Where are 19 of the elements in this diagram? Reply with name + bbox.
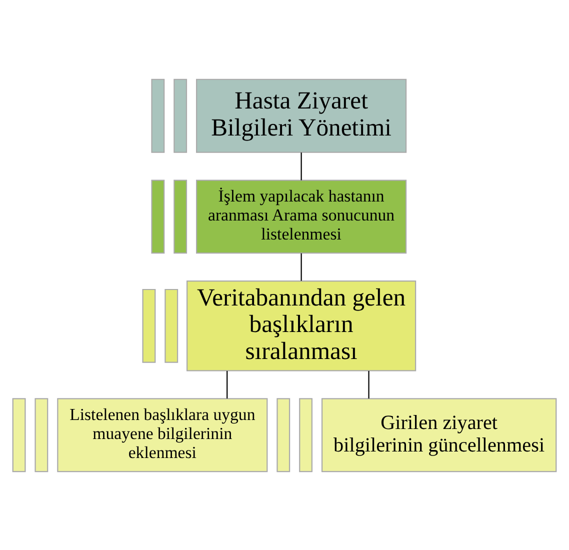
node-bar xyxy=(151,78,165,152)
node-bar xyxy=(276,398,290,472)
node-bar xyxy=(12,398,26,472)
node-bar xyxy=(164,288,178,362)
node-box: Veritabanından gelen başlıkların sıralanması xyxy=(186,280,416,371)
connector xyxy=(300,152,302,180)
node-bar xyxy=(174,179,188,254)
node-box: Girilen ziyaret bilgilerinin güncellenmesi xyxy=(321,398,557,472)
node-bar xyxy=(151,179,165,254)
connector xyxy=(226,370,228,398)
node-bar xyxy=(34,398,48,472)
connector xyxy=(368,370,370,398)
connector xyxy=(300,252,302,280)
node-box: Hasta Ziyaret Bilgileri Yönetimi xyxy=(196,78,407,152)
node-bar xyxy=(299,398,312,472)
node-bar xyxy=(142,288,156,362)
node-box: Listelenen başlıklara uygun muayene bilgilerinin eklenmesi xyxy=(57,398,268,472)
node-bar xyxy=(174,78,188,152)
node-box: İşlem yapılacak hastanın aranması Arama sonucunun listelenmesi xyxy=(196,179,407,254)
